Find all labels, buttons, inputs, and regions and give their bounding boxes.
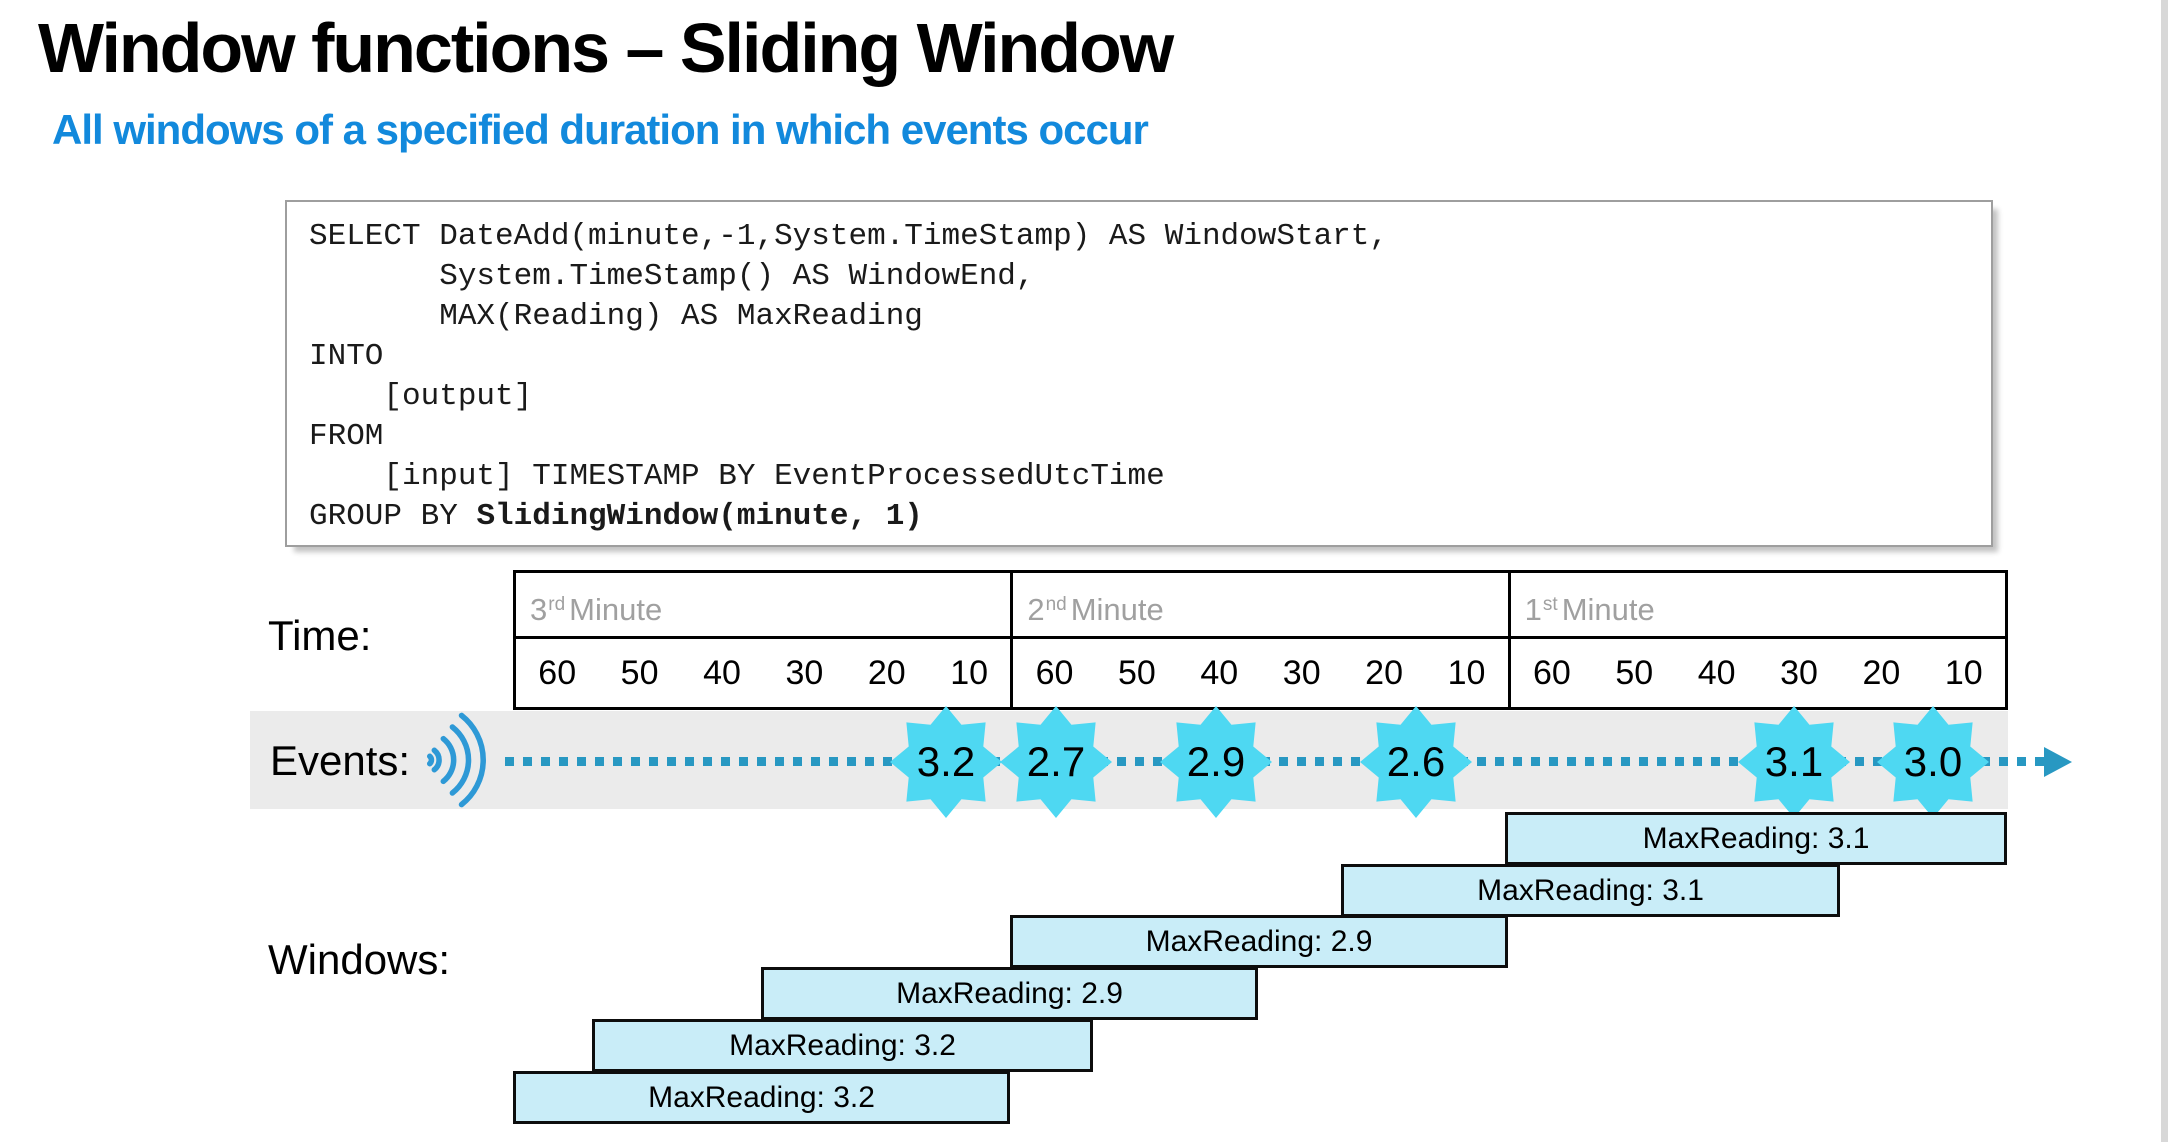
tick-label: 50 xyxy=(620,653,659,692)
event-burst-icon: 2.6 xyxy=(1360,706,1472,818)
code-line: [output] xyxy=(309,379,533,414)
window-bar-label: MaxReading: 3.1 xyxy=(1642,821,1870,855)
right-edge-strip xyxy=(2161,0,2168,1142)
event-value: 2.7 xyxy=(1026,738,1086,785)
event-value: 3.0 xyxy=(1903,738,1963,785)
tick-row: 60 50 40 30 20 10 xyxy=(516,639,1010,707)
window-bar-label: MaxReading: 2.9 xyxy=(896,976,1123,1010)
code-line: System.TimeStamp() AS WindowEnd, xyxy=(309,259,1035,294)
tick-label: 30 xyxy=(1780,653,1818,692)
window-bar: MaxReading: 2.9 xyxy=(1010,915,1508,968)
signal-waves-icon xyxy=(427,712,486,808)
time-label: Time: xyxy=(268,612,372,659)
windows-label: Windows: xyxy=(268,936,451,983)
window-bar: MaxReading: 3.2 xyxy=(592,1019,1093,1072)
event-value: 3.1 xyxy=(1764,738,1824,785)
tick-label: 60 xyxy=(1532,653,1571,692)
event-burst-icon: 3.1 xyxy=(1738,706,1850,818)
tick-label: 20 xyxy=(1365,653,1403,692)
window-bar-label: MaxReading: 2.9 xyxy=(1145,924,1373,958)
code-lines: SELECT DateAdd(minute,-1,System.TimeStam… xyxy=(309,217,1991,537)
tick-row: 60 50 40 30 20 10 xyxy=(1013,639,1507,707)
tick-label: 10 xyxy=(1944,653,1983,692)
code-line: [input] TIMESTAMP BY EventProcessedUtcTi… xyxy=(309,459,1165,494)
tick-label: 40 xyxy=(1697,653,1736,692)
tick-label: 40 xyxy=(1200,653,1239,692)
window-bar: MaxReading: 2.9 xyxy=(761,967,1258,1020)
event-burst-icon: 3.0 xyxy=(1877,706,1989,818)
tick-label: 50 xyxy=(1118,653,1156,692)
window-bar-label: MaxReading: 3.1 xyxy=(1477,873,1704,907)
code-line: SELECT DateAdd(minute,-1,System.TimeStam… xyxy=(309,219,1388,254)
code-block: SELECT DateAdd(minute,-1,System.TimeStam… xyxy=(285,200,1993,547)
tick-label: 10 xyxy=(1447,653,1486,692)
window-bar-label: MaxReading: 3.2 xyxy=(648,1080,875,1114)
event-value: 2.6 xyxy=(1386,738,1446,785)
tick-label: 40 xyxy=(703,653,741,692)
subtitle: All windows of a specified duration in w… xyxy=(52,106,1149,153)
tick-label: 60 xyxy=(538,653,577,692)
tick-label: 10 xyxy=(950,653,989,692)
window-bar: MaxReading: 3.1 xyxy=(1341,864,1840,917)
tick-label: 20 xyxy=(867,653,906,692)
tick-label: 30 xyxy=(1282,653,1321,692)
window-bar-label: MaxReading: 3.2 xyxy=(729,1028,956,1062)
events-label: Events: xyxy=(270,737,411,784)
page-title: Window functions – Sliding Window xyxy=(38,9,1174,87)
window-bar: MaxReading: 3.1 xyxy=(1505,812,2007,865)
tick-label: 30 xyxy=(785,653,824,692)
code-line: FROM xyxy=(309,419,384,454)
event-burst-icon: 3.2 xyxy=(890,706,1002,818)
events-timeline-dotted-line xyxy=(505,757,2045,766)
tick-label: 20 xyxy=(1862,653,1901,692)
event-burst-icon: 2.7 xyxy=(1000,706,1112,818)
event-burst-icon: 2.9 xyxy=(1160,706,1272,818)
code-line: MAX(Reading) AS MaxReading xyxy=(309,299,923,334)
window-bar: MaxReading: 3.2 xyxy=(513,1071,1010,1124)
event-value: 3.2 xyxy=(916,738,976,785)
tick-label: 50 xyxy=(1615,653,1654,692)
arrow-right-icon xyxy=(2044,747,2072,777)
tick-label: 60 xyxy=(1035,653,1074,692)
code-line: GROUP BY SlidingWindow(minute, 1) xyxy=(309,499,923,534)
code-line: INTO xyxy=(309,339,384,374)
event-value: 2.9 xyxy=(1186,738,1246,785)
tick-row: 60 50 40 30 20 10 xyxy=(1511,639,2005,707)
